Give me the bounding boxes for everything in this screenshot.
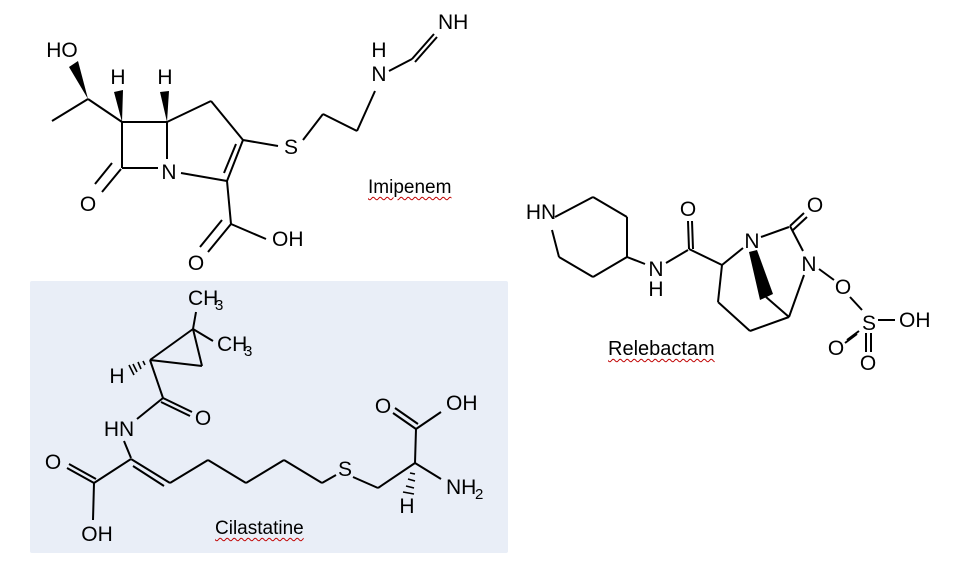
atom-ch3-right: CH [217, 333, 247, 356]
atom-s-thioether: S [284, 136, 298, 159]
atom-o-keto: O [807, 194, 823, 217]
atom-oh-acid2: OH [446, 392, 478, 415]
atom-h-amide: H [648, 278, 663, 301]
atom-o-acid1: O [45, 451, 61, 474]
atom-n-ring: N [161, 161, 176, 184]
atom-hn-amide: HN [104, 418, 134, 441]
imipenem-bonds [51, 33, 438, 253]
atom-oh-acid: OH [272, 228, 304, 251]
wedge-bond-c6-h [114, 90, 123, 122]
relebactam-bonds [551, 196, 895, 352]
atom-ch3-right-sub: 3 [244, 343, 252, 360]
atom-o-amide: O [680, 198, 696, 221]
atom-h-cyclopropane: H [109, 365, 124, 388]
atom-h-amine: H [371, 39, 386, 62]
cilastatine-structure: CH 3 CH 3 H O HN O OH S H NH 2 O OH [45, 287, 484, 546]
imipenem-structure: HO H H O N O OH S H N NH [46, 11, 468, 275]
wedge-bond-c5-h [160, 91, 169, 122]
atom-o-bridge: O [835, 276, 851, 299]
atom-o-amide: O [195, 407, 211, 430]
atom-nh2-sub: 2 [475, 486, 483, 503]
atom-ch3-top: CH [188, 287, 218, 310]
cilastatine-highlight-box [30, 281, 508, 553]
atom-o-sulfate-left: O [828, 337, 844, 360]
cilastatine-bonds [66, 311, 442, 521]
hash-bonds-stereo [128, 360, 416, 495]
atom-oh-sulfate: OH [899, 309, 931, 332]
atom-oh-acid1: OH [81, 523, 113, 546]
atom-n-amide: N [648, 258, 663, 281]
atom-h-c5: H [157, 66, 172, 89]
imipenem-label: Imipenem [368, 177, 452, 198]
atom-s-sulfate: S [862, 312, 876, 335]
wedge-bond-bridge [749, 250, 773, 300]
atom-n-amine: N [371, 63, 386, 86]
atom-h-c6: H [110, 66, 125, 89]
atom-hn-piperidine: HN [526, 201, 556, 224]
atom-o-sulfate-down: O [860, 352, 876, 375]
relebactam-structure: HN N H O N O N O S O O OH [526, 194, 931, 375]
atom-ch3-top-sub: 3 [215, 297, 223, 314]
atom-s-thioether: S [338, 458, 352, 481]
atom-h-stereo: H [399, 495, 414, 518]
relebactam-label: Relebactam [608, 338, 715, 360]
atom-nh2: NH [446, 476, 476, 499]
atom-ho: HO [46, 39, 78, 62]
atom-n1: N [744, 230, 759, 253]
atom-nh-imine: NH [438, 11, 468, 34]
cilastatine-label: Cilastatine [215, 518, 304, 539]
atom-o-acid: O [188, 252, 204, 275]
atom-n6: N [801, 253, 816, 276]
atom-o-acid2: O [375, 395, 391, 418]
atom-o-lactam: O [80, 193, 96, 216]
wedge-bond-ch-oh [69, 61, 88, 99]
